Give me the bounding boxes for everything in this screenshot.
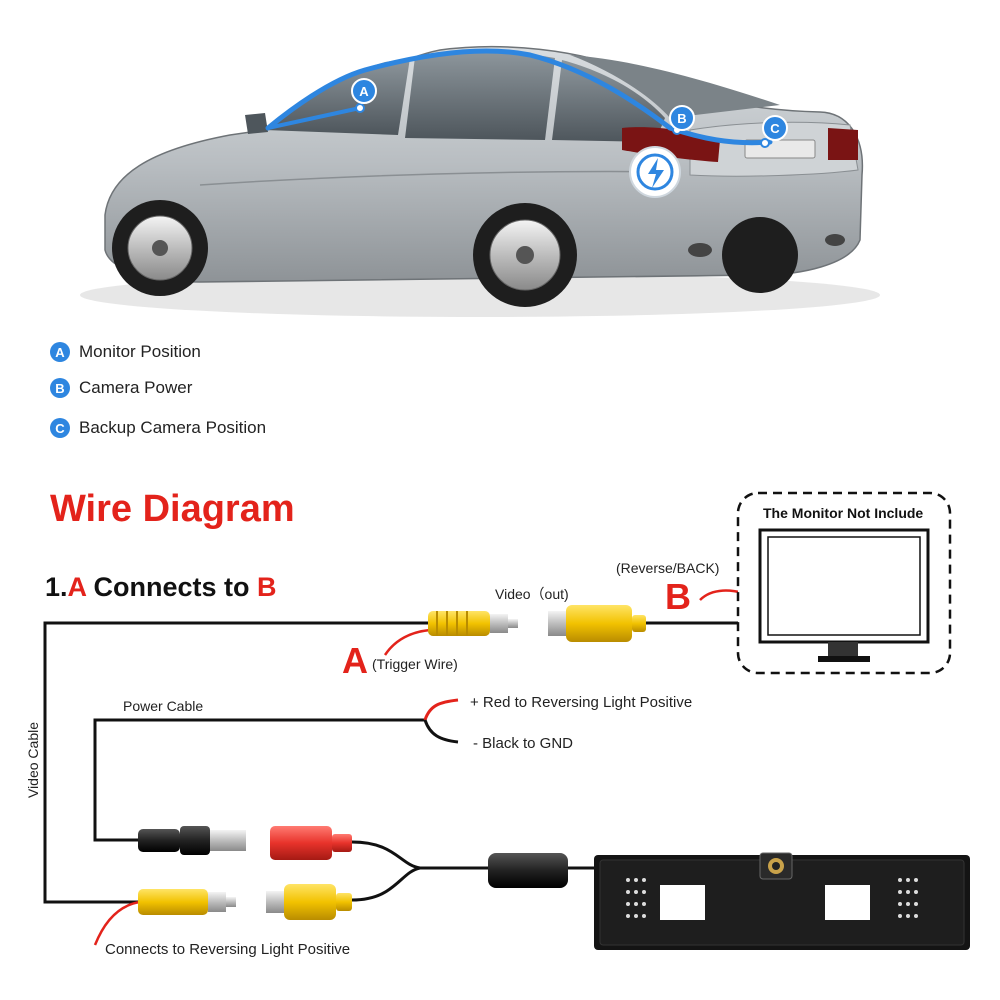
trigger-wire-label: (Trigger Wire) [372, 656, 458, 672]
step-source: A [67, 572, 87, 602]
step-number: 1. [45, 572, 68, 602]
legend-badge-a: A [50, 342, 70, 362]
power-cable-label: Power Cable [123, 698, 204, 714]
legend-item-monitor: A Monitor Position [50, 340, 201, 364]
backup-camera-marker: C [762, 115, 788, 141]
trigger-wire-plug [428, 611, 518, 636]
power-plug [138, 826, 246, 855]
video-out-label: Video（out) [495, 586, 569, 602]
connection-step-heading: 1.A Connects to B [45, 572, 277, 603]
legend-badge-c: C [50, 418, 70, 438]
reverse-back-label: (Reverse/BACK) [616, 560, 720, 576]
reversing-light-label: Connects to Reversing Light Positive [105, 941, 351, 958]
video-out-socket [548, 605, 646, 642]
diagram-title: Wire Diagram [50, 488, 295, 530]
license-plate-camera [594, 852, 970, 950]
monitor-position-marker: A [351, 78, 377, 104]
video-cable-label: Video Cable [25, 721, 41, 799]
point-a-letter: A [342, 640, 368, 681]
legend-label-monitor: Monitor Position [79, 342, 201, 361]
legend-item-backup-camera: C Backup Camera Position [50, 416, 266, 440]
step-connector-text: Connects to [86, 572, 258, 602]
car-illustration [80, 45, 880, 317]
camera-power-socket [270, 826, 352, 860]
legend-label-camera-power: Camera Power [79, 378, 193, 397]
reversing-light-plug [138, 889, 236, 915]
point-b-letter: B [665, 576, 691, 617]
monitor-not-included-note: The Monitor Not Include [763, 505, 924, 521]
camera-video-socket [266, 884, 352, 920]
legend-badge-b: B [50, 378, 70, 398]
red-positive-label: + Red to Reversing Light Positive [470, 694, 693, 711]
black-gnd-label: - Black to GND [473, 735, 574, 752]
inline-module [488, 853, 568, 888]
legend-item-camera-power: B Camera Power [50, 376, 192, 400]
monitor-box [736, 491, 952, 675]
legend-label-backup-camera: Backup Camera Position [79, 418, 267, 437]
camera-power-marker: B [669, 105, 695, 131]
step-target: B [257, 572, 277, 602]
